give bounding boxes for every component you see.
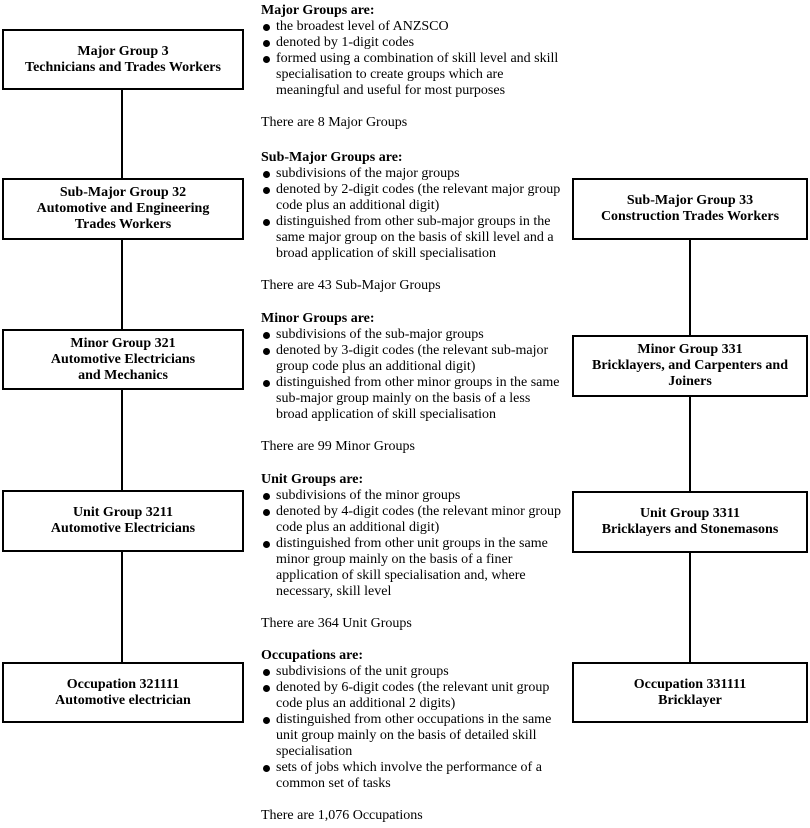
box-title: Occupation 321111: [66, 676, 180, 692]
box-title: Sub-Major Group 33: [626, 193, 754, 208]
section-heading: Minor Groups are:: [261, 311, 375, 326]
bullet-item: subdivisions of the sub-major groups: [261, 327, 561, 343]
section-heading: Sub-Major Groups are:: [261, 150, 403, 165]
bullet-item: distinguished from other unit groups in …: [261, 536, 561, 600]
section-heading: Unit Groups are:: [261, 472, 364, 487]
box-name: Technicians and Trades Workers: [25, 59, 221, 75]
box-title: Unit Group 3211: [72, 505, 174, 520]
box-name: Bricklayers, and Carpenters and Joiners: [592, 358, 788, 389]
box-name: Bricklayers and Stonemasons: [601, 522, 779, 537]
bullet-item: denoted by 4-digit codes (the relevant m…: [261, 504, 561, 536]
unit-groups-description: Unit Groups are: subdivisions of the min…: [261, 472, 561, 632]
box-name: Construction Trades Workers: [600, 209, 780, 224]
bullet-item: sets of jobs which involve the performan…: [261, 760, 561, 792]
box-name: Bricklayer: [658, 692, 722, 708]
bullet-item: formed using a combination of skill leve…: [261, 51, 561, 99]
group-count: There are 99 Minor Groups: [261, 439, 415, 454]
connector-line: [689, 396, 691, 492]
bullet-item: subdivisions of the unit groups: [261, 664, 561, 680]
connector-line: [689, 239, 691, 336]
sub-major-groups-description: Sub-Major Groups are: subdivisions of th…: [261, 150, 561, 294]
unit-group-box: Unit Group 3311 Bricklayers and Stonemas…: [572, 491, 808, 553]
group-count: There are 8 Major Groups: [261, 115, 408, 130]
bullet-item: denoted by 2-digit codes (the relevant m…: [261, 182, 561, 214]
minor-groups-description: Minor Groups are: subdivisions of the su…: [261, 311, 561, 455]
minor-group-box: Minor Group 331 Bricklayers, and Carpent…: [572, 335, 808, 397]
unit-group-box: Unit Group 3211 Automotive Electricians: [2, 490, 244, 552]
group-count: There are 364 Unit Groups: [261, 616, 412, 631]
box-title: Minor Group 331: [637, 342, 743, 357]
bullet-item: distinguished from other minor groups in…: [261, 375, 561, 423]
bullet-item: subdivisions of the minor groups: [261, 488, 561, 504]
section-heading: Major Groups are:: [261, 3, 375, 18]
group-count: There are 1,076 Occupations: [261, 808, 423, 823]
box-title: Minor Group 321: [70, 335, 176, 351]
connector-line: [689, 552, 691, 663]
box-title: Major Group 3: [77, 43, 169, 59]
bullet-item: denoted by 6-digit codes (the relevant u…: [261, 680, 561, 712]
bullet-item: subdivisions of the major groups: [261, 166, 561, 182]
box-name: Automotive Electricians and Mechanics: [50, 351, 196, 383]
bullet-item: distinguished from other sub-major group…: [261, 214, 561, 262]
major-groups-description: Major Groups are: the broadest level of …: [261, 3, 561, 131]
sub-major-group-box: Sub-Major Group 33 Construction Trades W…: [572, 178, 808, 240]
group-count: There are 43 Sub-Major Groups: [261, 278, 441, 293]
connector-line: [121, 89, 123, 179]
box-title: Unit Group 3311: [639, 506, 741, 521]
bullet-item: the broadest level of ANZSCO: [261, 19, 561, 35]
minor-group-box: Minor Group 321 Automotive Electricians …: [2, 329, 244, 390]
bullet-item: distinguished from other occupations in …: [261, 712, 561, 760]
bullet-item: denoted by 1-digit codes: [261, 35, 561, 51]
box-name: Automotive and Engineering Trades Worker…: [36, 201, 210, 232]
box-name: Automotive electrician: [55, 692, 191, 708]
box-name: Automotive Electricians: [50, 521, 196, 536]
occupations-description: Occupations are: subdivisions of the uni…: [261, 648, 561, 824]
connector-line: [121, 389, 123, 491]
sub-major-group-box: Sub-Major Group 32 Automotive and Engine…: [2, 178, 244, 240]
connector-line: [121, 551, 123, 663]
box-title: Sub-Major Group 32: [59, 185, 187, 200]
major-group-box: Major Group 3 Technicians and Trades Wor…: [2, 29, 244, 90]
connector-line: [121, 239, 123, 330]
occupation-box: Occupation 321111 Automotive electrician: [2, 662, 244, 723]
occupation-box: Occupation 331111 Bricklayer: [572, 662, 808, 723]
section-heading: Occupations are:: [261, 648, 364, 663]
bullet-item: denoted by 3-digit codes (the relevant s…: [261, 343, 561, 375]
box-title: Occupation 331111: [633, 676, 747, 692]
